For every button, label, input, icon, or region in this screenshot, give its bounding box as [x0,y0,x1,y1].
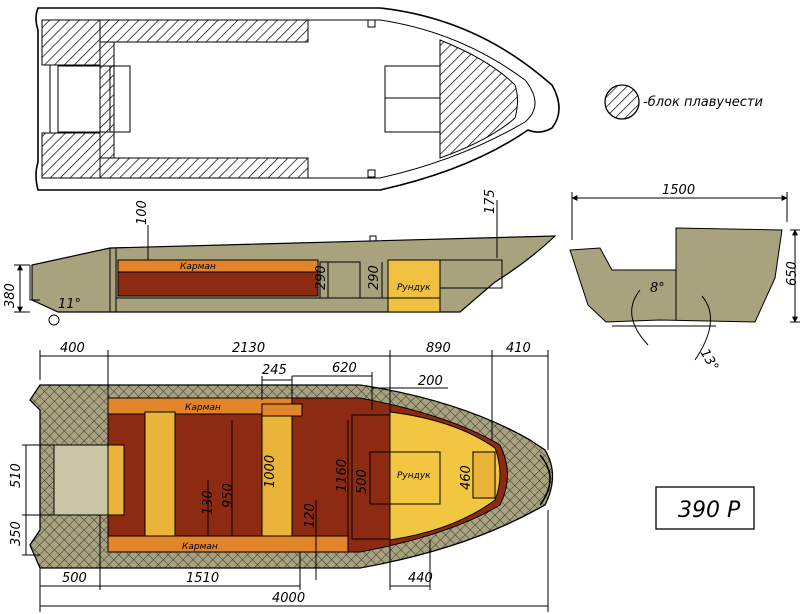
legend-hatch-swatch [604,84,640,120]
top-gunwale-inner [49,19,536,179]
svg-text:2130: 2130 [232,341,265,356]
svg-text:620: 620 [332,361,357,376]
svg-text:Рундук: Рундук [397,283,431,293]
svg-text:120: 120 [303,503,318,528]
svg-text:Карман: Карман [182,542,218,552]
svg-text:200: 200 [418,374,443,389]
bow-bench [384,65,441,133]
seat-rear [144,411,176,537]
svg-text:510: 510 [9,463,24,488]
buoyancy-block-side-top [99,19,309,43]
transom-well [53,444,109,516]
svg-text:650: 650 [785,261,800,286]
svg-text:Карман: Карман [180,262,216,272]
svg-text:11°: 11° [58,297,81,312]
svg-text:13°: 13° [697,347,722,374]
svg-text:100: 100 [135,200,150,225]
transom-view: 1500 650 8° 13° [569,183,800,374]
svg-text:400: 400 [60,341,85,356]
svg-text:175: 175 [483,189,498,214]
svg-text:8°: 8° [650,281,665,296]
svg-text:380: 380 [3,283,18,308]
svg-text:130: 130 [201,490,216,515]
svg-text:350: 350 [9,521,24,546]
svg-text:410: 410 [506,341,531,356]
bow-chest [389,411,501,541]
pocket-bottom [107,535,349,553]
top-hull-outline [35,7,560,191]
side-pocket-top [117,259,319,273]
engine-well [57,65,131,133]
side-view: Карман Рундук 100 175 380 290 290 11° [3,189,557,326]
buoyancy-block-transom-low [41,132,101,179]
svg-text:245: 245 [262,363,287,378]
svg-text:1000: 1000 [263,455,278,488]
svg-text:Рундук: Рундук [397,471,431,481]
svg-text:500: 500 [62,571,87,586]
svg-text:1160: 1160 [335,459,350,492]
svg-text:950: 950 [221,483,236,508]
side-pocket-body [117,271,319,297]
svg-text:290: 290 [367,265,382,290]
svg-text:4000: 4000 [272,591,305,606]
plan-view: Карман Карман Рундук 400 2130 890 410 24… [9,341,554,612]
svg-text:1510: 1510 [186,571,219,586]
svg-text:890: 890 [426,341,451,356]
buoyancy-block-bow [439,39,518,159]
legend-label: -блок плавучести [643,95,763,110]
seat-middle [261,411,293,537]
buoyancy-block-side-bottom [99,157,309,179]
buoyancy-block-left-side [99,41,115,159]
svg-text:290: 290 [314,265,329,290]
top-view [35,7,560,191]
svg-text:460: 460 [459,465,474,490]
svg-text:Карман: Карман [185,403,221,413]
model-label: 390 Р [678,498,741,523]
buoyancy-block-transom [41,19,101,66]
legend: -блок плавучести [604,84,763,120]
svg-text:440: 440 [408,571,433,586]
model-badge: 390 Р [655,486,755,530]
svg-text:500: 500 [355,469,370,494]
svg-text:1500: 1500 [662,183,695,198]
